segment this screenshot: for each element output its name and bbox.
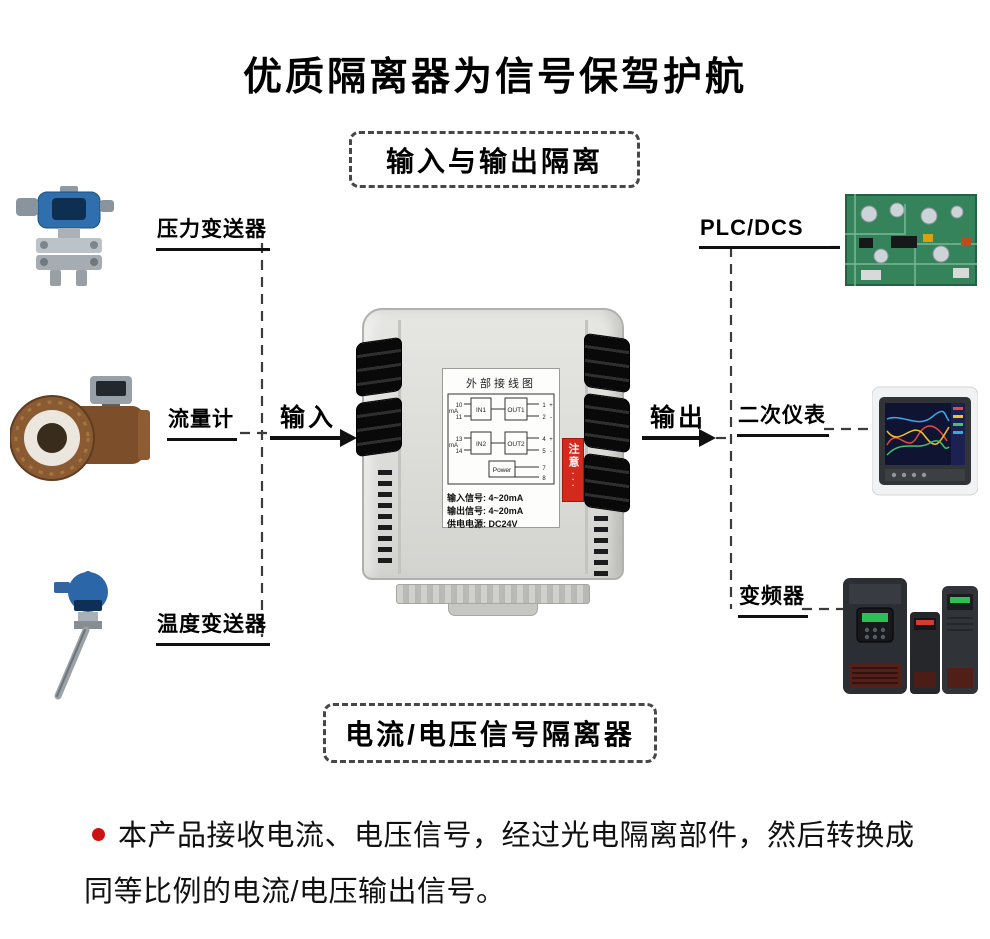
block-power: Power xyxy=(493,467,512,474)
terminal-connector-left-2 xyxy=(356,396,402,458)
terminal-11: 11 xyxy=(456,415,463,421)
ma-label-top: mA xyxy=(449,409,458,415)
terminal-4: 4 xyxy=(542,437,546,443)
terminal-2: 2 xyxy=(542,415,546,421)
terminal-connector-right-1 xyxy=(584,332,630,394)
warning-title: 注意 xyxy=(567,443,579,469)
description-line-1: 本产品接收电流、电压信号，经过光电隔离部件，然后转换成 xyxy=(118,820,915,852)
terminal-13: 13 xyxy=(456,437,463,443)
label-pressure-transmitter: 压力变送器 xyxy=(156,213,270,251)
wiring-label-panel: 外部接线图 mA mA 10 11 13 14 IN1 OUT1 xyxy=(442,368,560,530)
label-temperature-transmitter: 温度变送器 xyxy=(156,608,270,646)
polarity-4: + xyxy=(549,437,553,443)
spec-output-signal: 输出信号: 4~20mA xyxy=(447,506,524,517)
polarity-1: + xyxy=(549,403,553,409)
warning-small-print: ▪▪▪ xyxy=(570,471,576,489)
terminal-5: 5 xyxy=(542,449,546,455)
label-plc-dcs: PLC/DCS xyxy=(699,215,840,249)
plc-dcs-board-image xyxy=(845,194,977,286)
warning-sticker: 注意 ▪▪▪ xyxy=(562,438,584,502)
block-in2: IN2 xyxy=(476,441,487,448)
block-in1: IN1 xyxy=(476,407,487,414)
vent-slots-right xyxy=(594,516,608,580)
bottom-banner: 电流/电压信号隔离器 xyxy=(323,703,657,763)
module-body: 外部接线图 mA mA 10 11 13 14 IN1 OUT1 xyxy=(356,308,630,580)
polarity-5: - xyxy=(550,449,552,455)
isolator-module: 外部接线图 mA mA 10 11 13 14 IN1 OUT1 xyxy=(352,300,634,620)
input-flow-label: 输入 xyxy=(280,404,337,432)
spec-input-signal: 输入信号: 4~20mA xyxy=(447,493,524,503)
vent-slots-left xyxy=(378,470,392,566)
top-banner: 输入与输出隔离 xyxy=(349,131,640,188)
terminal-7: 7 xyxy=(542,466,546,472)
terminal-connector-left-1 xyxy=(356,336,402,398)
terminal-1: 1 xyxy=(542,403,546,409)
ma-label-bottom: mA xyxy=(449,443,458,449)
label-flow-meter: 流量计 xyxy=(167,403,237,441)
wiring-diagram-title: 外部接线图 xyxy=(466,378,536,390)
pressure-transmitter-image xyxy=(8,186,153,288)
terminal-connector-right-2 xyxy=(584,392,630,454)
bullet-icon xyxy=(92,828,105,841)
din-rail-tab xyxy=(448,603,538,616)
terminal-connector-right-3 xyxy=(584,452,630,514)
terminal-14: 14 xyxy=(456,449,463,455)
wiring-diagram: mA mA 10 11 13 14 IN1 OUT1 IN2 xyxy=(447,393,555,485)
case-seam-right xyxy=(585,320,588,574)
spec-power-supply: 供电电源: DC24V xyxy=(447,519,518,530)
block-out2: OUT2 xyxy=(507,441,525,448)
secondary-instrument-image xyxy=(872,385,978,497)
polarity-2: - xyxy=(550,415,552,421)
label-frequency-inverter: 变频器 xyxy=(738,580,808,618)
frequency-inverter-image xyxy=(843,572,978,697)
block-out1: OUT1 xyxy=(507,407,525,414)
output-flow-label: 输出 xyxy=(650,404,707,432)
label-secondary-instrument: 二次仪表 xyxy=(737,399,829,437)
terminal-8: 8 xyxy=(542,476,546,482)
page-title: 优质隔离器为信号保驾护航 xyxy=(242,56,747,99)
flow-meter-image xyxy=(10,372,155,482)
terminal-10: 10 xyxy=(456,403,463,409)
din-rail-clip xyxy=(396,584,590,604)
temperature-transmitter-image xyxy=(14,570,144,700)
description-line-2: 同等比例的电流/电压输出信号。 xyxy=(84,876,506,908)
